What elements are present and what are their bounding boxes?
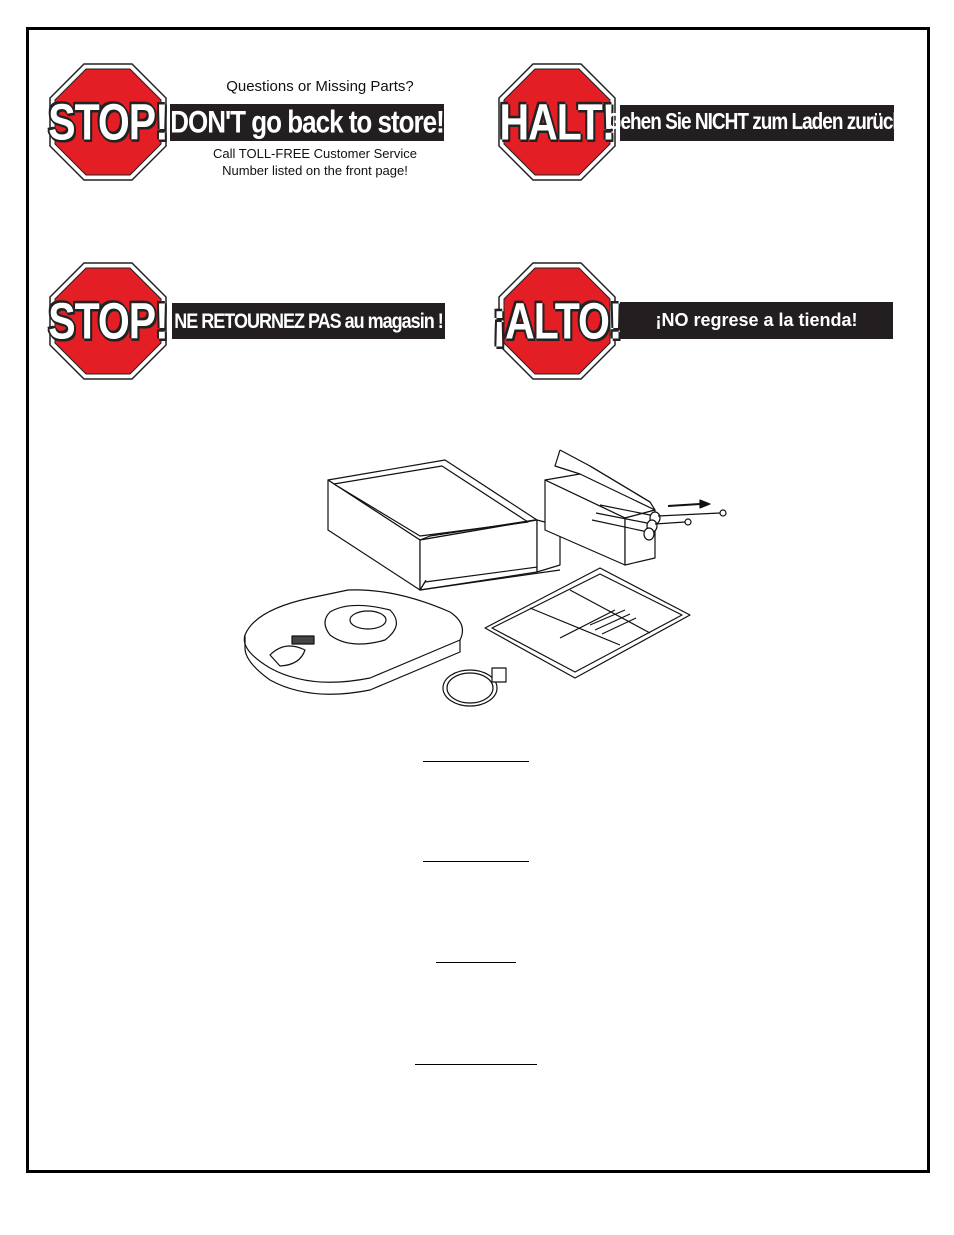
large-box-drawing bbox=[327, 459, 561, 591]
underline-rule-3 bbox=[436, 962, 516, 963]
questions-heading: Questions or Missing Parts? bbox=[226, 78, 414, 95]
underline-rule-1 bbox=[423, 761, 529, 762]
sign-word: STOP! bbox=[48, 92, 169, 151]
banner-french: NE RETOURNEZ PAS au magasin ! bbox=[172, 303, 445, 339]
small-box-drawing bbox=[544, 449, 727, 566]
banner-text: Gehen Sie NICHT zum Laden zurück! bbox=[606, 109, 909, 135]
stop-sign-icon: STOP! bbox=[48, 63, 169, 181]
octagon-sign-shape bbox=[49, 63, 167, 181]
stop-sign-icon: STOP! bbox=[48, 262, 169, 380]
octagon-sign-shape bbox=[49, 262, 167, 380]
customer-service-line-2: Number listed on the front page! bbox=[222, 163, 408, 178]
unboxing-parts-illustration bbox=[230, 440, 740, 710]
banner-text: ¡NO regrese a la tienda! bbox=[655, 310, 858, 330]
ring-part-drawing bbox=[442, 667, 507, 707]
halt-sign-icon: HALT! bbox=[498, 63, 616, 181]
banner-text: DON'T go back to store! bbox=[170, 103, 445, 140]
customer-service-note: Call TOLL-FREE Customer Service Number l… bbox=[185, 145, 445, 179]
underline-rule-2 bbox=[423, 861, 529, 862]
pan-base-drawing bbox=[243, 589, 463, 695]
underline-rule-4 bbox=[415, 1064, 537, 1065]
octagon-sign-shape bbox=[498, 63, 616, 181]
sign-word: HALT! bbox=[499, 92, 616, 151]
alto-sign-icon: ¡ALTO! bbox=[492, 262, 623, 380]
banner-text: NE RETOURNEZ PAS au magasin ! bbox=[174, 308, 443, 333]
sign-word: STOP! bbox=[48, 291, 169, 350]
banner-dont-go-back: DON'T go back to store! bbox=[170, 103, 445, 141]
page-frame bbox=[26, 27, 930, 1173]
tray-frame-drawing bbox=[484, 567, 691, 679]
banner-german: Gehen Sie NICHT zum Laden zurück! bbox=[607, 105, 908, 141]
octagon-sign-shape bbox=[498, 262, 616, 380]
sign-word: ¡ALTO! bbox=[492, 291, 622, 350]
banner-spanish: ¡NO regrese a la tienda! bbox=[620, 302, 893, 339]
customer-service-line-1: Call TOLL-FREE Customer Service bbox=[213, 146, 417, 161]
